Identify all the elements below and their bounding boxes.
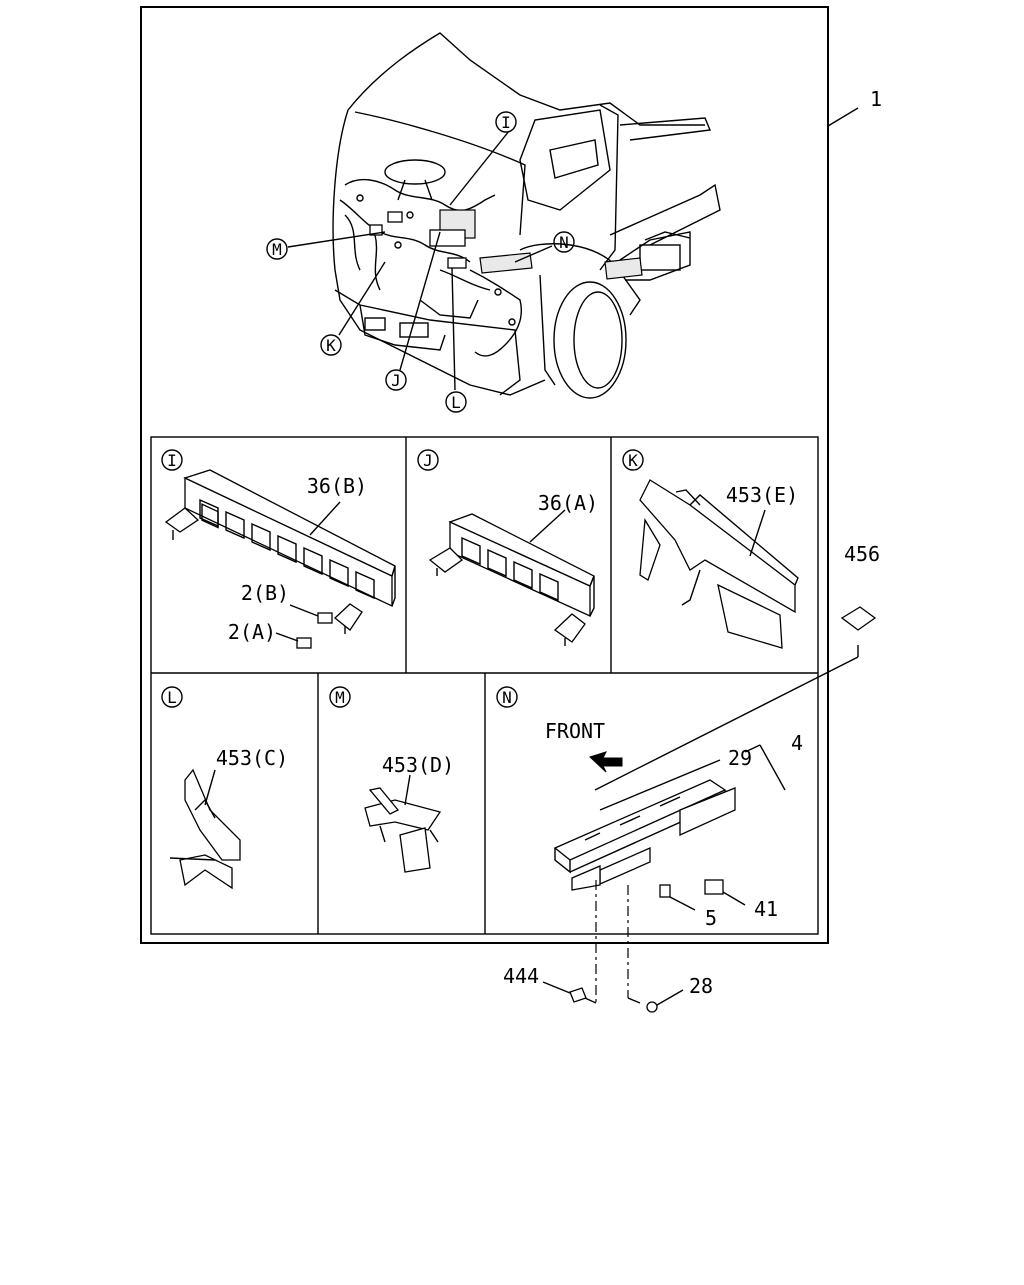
front-label: FRONT xyxy=(545,719,605,743)
panel-l: L 453(C) xyxy=(161,686,288,890)
panel-i-letter: I xyxy=(167,451,177,470)
label-5: 5 xyxy=(705,906,717,930)
callout-l: L xyxy=(445,391,467,413)
callout-j-label: J xyxy=(391,371,401,390)
callout-l-label: L xyxy=(451,393,461,412)
label-2a: 2(A) xyxy=(228,620,276,644)
callout-m: M xyxy=(266,238,288,260)
harness-protector-453d xyxy=(364,787,442,873)
fuse-box-36b xyxy=(164,469,396,634)
fuse-box-36a xyxy=(428,513,595,646)
panel-i: I 36(B) 2(B) 2(A) xyxy=(161,449,396,649)
callout-n: N xyxy=(553,231,575,253)
relay-box-assembly xyxy=(553,779,736,898)
callout-n-label: N xyxy=(559,233,569,252)
label-453e: 453(E) xyxy=(726,483,798,507)
callout-m-label: M xyxy=(272,240,282,259)
overview-leaders xyxy=(287,107,859,391)
harness-protector-453c xyxy=(169,768,241,890)
panel-k: K 453(E) xyxy=(622,449,799,649)
part-456: 456 xyxy=(594,542,880,791)
label-2b: 2(B) xyxy=(241,581,289,605)
panel-m-letter: M xyxy=(335,688,345,707)
relay-5 xyxy=(659,884,671,898)
part-444: 444 xyxy=(503,880,597,1004)
callout-i: I xyxy=(495,111,517,133)
panel-k-letter: K xyxy=(628,451,638,470)
panel-j-letter: J xyxy=(423,451,433,470)
callout-k-label: K xyxy=(326,336,336,355)
panel-n-letter: N xyxy=(502,688,512,707)
outer-frame xyxy=(140,6,829,944)
connector-2a xyxy=(296,637,312,649)
label-36b: 36(B) xyxy=(307,474,367,498)
harness-protector-453e xyxy=(639,479,799,649)
callout-k: K xyxy=(320,334,342,356)
panel-l-letter: L xyxy=(167,688,177,707)
part-28: 28 xyxy=(627,885,713,1013)
panel-n: N FRONT 29 4 41 5 xyxy=(496,686,803,930)
panel-m: M 453(D) xyxy=(329,686,454,873)
label-36a: 36(A) xyxy=(538,491,598,515)
label-28: 28 xyxy=(689,974,713,998)
panel-j: J 36(A) xyxy=(417,449,598,646)
label-29: 29 xyxy=(728,746,752,770)
front-arrow-icon xyxy=(589,751,623,773)
label-4: 4 xyxy=(791,731,803,755)
part-number-1: 1 xyxy=(870,87,882,111)
label-453c: 453(C) xyxy=(216,746,288,770)
label-41: 41 xyxy=(754,897,778,921)
callout-i-label: I xyxy=(501,113,511,132)
truck-cab-illustration xyxy=(332,32,721,399)
relay-41 xyxy=(704,879,724,895)
label-444: 444 xyxy=(503,964,539,988)
label-453d: 453(D) xyxy=(382,753,454,777)
label-456: 456 xyxy=(844,542,880,566)
connector-2b xyxy=(317,612,333,624)
callout-j: J xyxy=(385,369,407,391)
